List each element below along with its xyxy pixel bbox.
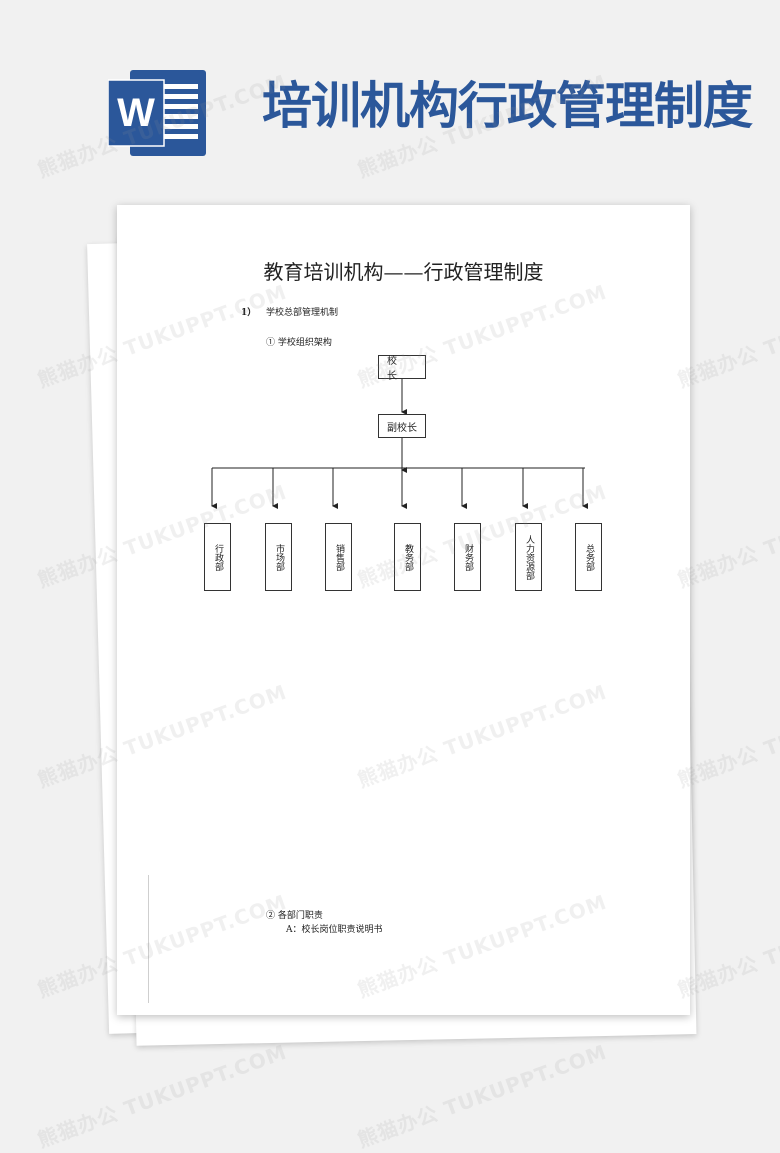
org-node-department: 销售部 (325, 523, 352, 591)
section2-subtitle: A：校长岗位职责说明书 (286, 925, 383, 935)
paper-sheet-front (117, 205, 690, 1015)
header-banner: W 培训机构行政管理制度 (0, 0, 780, 200)
margin-line (148, 875, 149, 1003)
watermark-text: 熊猫办公 TUKUPPT.COM (354, 1039, 611, 1153)
section1-subtitle: ① 学校组织架构 (266, 338, 332, 348)
watermark-text: 熊猫办公 TUKUPPT.COM (34, 1039, 291, 1153)
banner-title: 培训机构行政管理制度 (262, 76, 753, 135)
word-logo-letter: W (117, 91, 155, 135)
section2-title: ② 各部门职责 (266, 911, 323, 921)
org-node-principal: 校 长 (378, 355, 426, 382)
org-node-department: 行政部 (204, 523, 231, 591)
org-node-department: 市场部 (265, 523, 292, 591)
org-node-department: 财务部 (454, 523, 481, 591)
document-title: 教育培训机构——行政管理制度 (263, 260, 544, 284)
org-node-department: 总务部 (575, 523, 602, 591)
org-node-department: 教务部 (394, 523, 421, 591)
org-node-vice-principal: 副校长 (378, 414, 426, 438)
word-logo-icon: W (108, 70, 206, 156)
section1-number: 1） (241, 308, 257, 318)
org-node-department: 人力资源部 (515, 523, 542, 591)
section1-title: 学校总部管理机制 (266, 308, 339, 318)
